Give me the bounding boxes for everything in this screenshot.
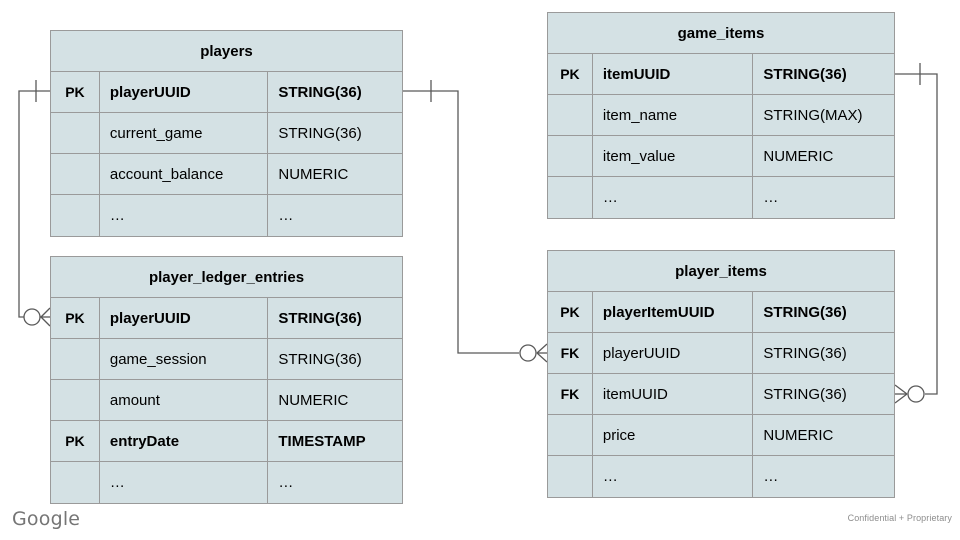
row-field: amount bbox=[100, 380, 269, 420]
row-key bbox=[51, 462, 100, 503]
entity-row[interactable]: current_game STRING(36) bbox=[51, 113, 402, 154]
row-field: … bbox=[593, 456, 754, 497]
row-field: game_session bbox=[100, 339, 269, 379]
row-type: STRING(36) bbox=[763, 344, 847, 362]
row-key bbox=[548, 136, 593, 176]
entity-player-ledger-entries[interactable]: player_ledger_entries PK playerUUID STRI… bbox=[50, 256, 403, 504]
row-type: STRING(36) bbox=[278, 350, 362, 368]
entity-row[interactable]: item_value NUMERIC bbox=[548, 136, 894, 177]
row-key bbox=[548, 456, 593, 497]
row-type: STRING(MAX) bbox=[763, 106, 863, 124]
entity-row[interactable]: FK playerUUID STRING(36) bbox=[548, 333, 894, 374]
row-key bbox=[51, 339, 100, 379]
row-type: STRING(36) bbox=[278, 124, 362, 142]
row-field: playerUUID bbox=[100, 298, 269, 338]
row-field: price bbox=[593, 415, 754, 455]
entity-title: game_items bbox=[548, 13, 894, 54]
row-key: PK bbox=[51, 298, 100, 338]
entity-row[interactable]: FK itemUUID STRING(36) bbox=[548, 374, 894, 415]
row-key bbox=[51, 195, 100, 236]
row-type: NUMERIC bbox=[278, 391, 349, 409]
row-field: item_name bbox=[593, 95, 754, 135]
entity-row[interactable]: PK entryDate TIMESTAMP bbox=[51, 421, 402, 462]
row-field: … bbox=[593, 177, 754, 218]
row-type: … bbox=[763, 189, 779, 206]
entity-row[interactable]: … … bbox=[51, 195, 402, 236]
row-key: PK bbox=[548, 54, 593, 94]
entity-player-items[interactable]: player_items PK playerItemUUID STRING(36… bbox=[547, 250, 895, 498]
entity-title: player_items bbox=[548, 251, 894, 292]
row-key: PK bbox=[51, 421, 100, 461]
row-type: STRING(36) bbox=[763, 303, 847, 321]
entity-title: players bbox=[51, 31, 402, 72]
entity-title: player_ledger_entries bbox=[51, 257, 402, 298]
row-field: item_value bbox=[593, 136, 754, 176]
relationship-players-to-player-items bbox=[403, 80, 548, 363]
row-type: … bbox=[278, 474, 294, 491]
entity-row[interactable]: price NUMERIC bbox=[548, 415, 894, 456]
row-type: … bbox=[763, 468, 779, 485]
row-key: FK bbox=[548, 333, 593, 373]
row-type: STRING(36) bbox=[278, 83, 362, 101]
row-key bbox=[51, 113, 100, 153]
entity-row[interactable]: PK itemUUID STRING(36) bbox=[548, 54, 894, 95]
entity-row[interactable]: … … bbox=[51, 462, 402, 503]
row-type: TIMESTAMP bbox=[278, 432, 366, 450]
row-field: itemUUID bbox=[593, 374, 754, 414]
row-type: STRING(36) bbox=[763, 65, 847, 83]
entity-row[interactable]: PK playerUUID STRING(36) bbox=[51, 72, 402, 113]
row-field: current_game bbox=[100, 113, 269, 153]
row-field: playerUUID bbox=[100, 72, 269, 112]
row-key: FK bbox=[548, 374, 593, 414]
entity-row[interactable]: item_name STRING(MAX) bbox=[548, 95, 894, 136]
entity-row[interactable]: account_balance NUMERIC bbox=[51, 154, 402, 195]
row-key bbox=[548, 415, 593, 455]
entity-row[interactable]: amount NUMERIC bbox=[51, 380, 402, 421]
relationship-game-items-to-player-items bbox=[894, 63, 938, 404]
row-field: playerItemUUID bbox=[593, 292, 754, 332]
entity-row[interactable]: PK playerUUID STRING(36) bbox=[51, 298, 402, 339]
confidentiality-notice: Confidential + Proprietary bbox=[847, 513, 952, 523]
row-field: … bbox=[100, 195, 269, 236]
entity-row[interactable]: … … bbox=[548, 456, 894, 497]
relationship-players-to-player-ledger-entries bbox=[18, 80, 51, 327]
entity-row[interactable]: game_session STRING(36) bbox=[51, 339, 402, 380]
entity-players[interactable]: players PK playerUUID STRING(36) current… bbox=[50, 30, 403, 237]
row-field: entryDate bbox=[100, 421, 269, 461]
row-field: account_balance bbox=[100, 154, 269, 194]
row-field: playerUUID bbox=[593, 333, 754, 373]
row-field: … bbox=[100, 462, 269, 503]
row-key: PK bbox=[51, 72, 100, 112]
row-field: itemUUID bbox=[593, 54, 754, 94]
entity-row[interactable]: PK playerItemUUID STRING(36) bbox=[548, 292, 894, 333]
row-key bbox=[51, 380, 100, 420]
entity-game-items[interactable]: game_items PK itemUUID STRING(36) item_n… bbox=[547, 12, 895, 219]
row-key bbox=[548, 95, 593, 135]
row-type: NUMERIC bbox=[278, 165, 349, 183]
row-type: NUMERIC bbox=[763, 147, 834, 165]
google-logo: Google bbox=[12, 508, 81, 530]
entity-row[interactable]: … … bbox=[548, 177, 894, 218]
row-type: NUMERIC bbox=[763, 426, 834, 444]
row-key bbox=[548, 177, 593, 218]
row-key bbox=[51, 154, 100, 194]
row-key: PK bbox=[548, 292, 593, 332]
row-type: STRING(36) bbox=[278, 309, 362, 327]
row-type: … bbox=[278, 207, 294, 224]
row-type: STRING(36) bbox=[763, 385, 847, 403]
